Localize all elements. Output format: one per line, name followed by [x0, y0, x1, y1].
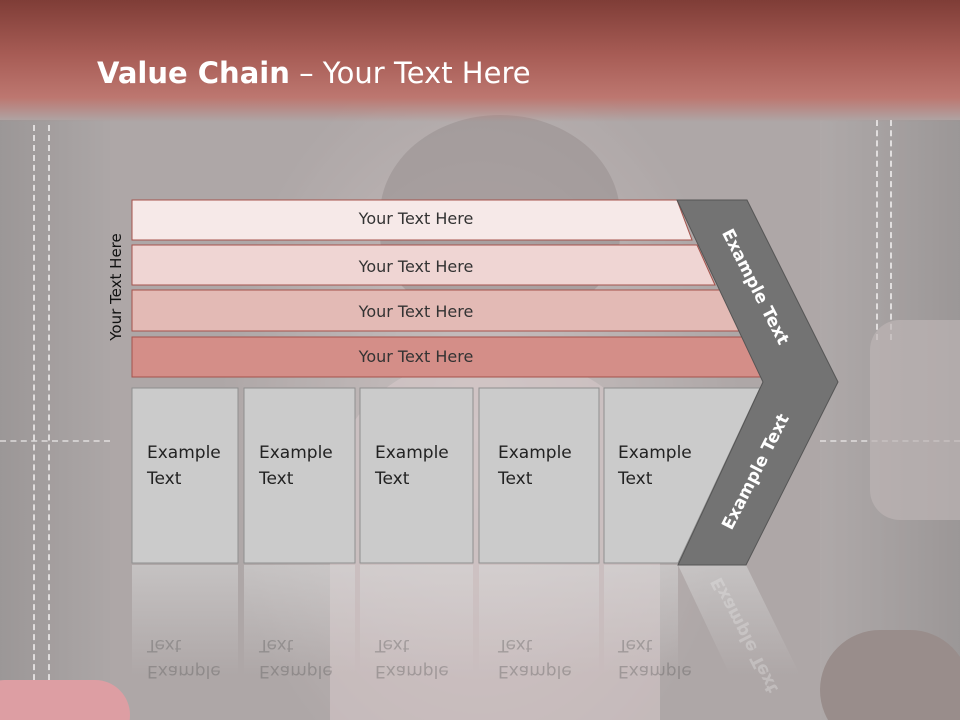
slide-title[interactable]: Value Chain – Your Text Here — [97, 56, 531, 90]
activity-box-5[interactable] — [603, 387, 761, 564]
row-label-3: Your Text Here — [358, 302, 474, 321]
margin-chevron[interactable] — [676, 199, 839, 566]
box-label-reflection-1: Example Text — [147, 635, 221, 681]
activity-box-4[interactable] — [478, 387, 600, 564]
title-rest: – Your Text Here — [289, 56, 531, 90]
box-label-reflection-2: Example Text — [259, 635, 333, 681]
box-label-5: Example Text — [618, 443, 692, 489]
row-label-1: Your Text Here — [358, 209, 474, 228]
row-label-2: Your Text Here — [358, 257, 474, 276]
box-label-reflection-4: Example Text — [498, 635, 572, 681]
box-label-2: Example Text — [259, 443, 333, 489]
activity-box-1[interactable] — [131, 387, 239, 564]
box-label-1: Example Text — [147, 443, 221, 489]
title-bar — [0, 0, 960, 122]
row-label-4: Your Text Here — [358, 347, 474, 366]
box-label-4: Example Text — [498, 443, 572, 489]
activity-box-3[interactable] — [359, 387, 474, 564]
row-bar-2[interactable] — [131, 244, 716, 286]
title-bold: Value Chain — [97, 56, 290, 90]
row-bar-1[interactable] — [131, 199, 693, 241]
box-label-3: Example Text — [375, 443, 449, 489]
box-label-reflection-5: Example Text — [618, 635, 692, 681]
activity-box-2[interactable] — [243, 387, 356, 564]
box-reflections — [132, 565, 800, 675]
box-label-reflection-3: Example Text — [375, 635, 449, 681]
